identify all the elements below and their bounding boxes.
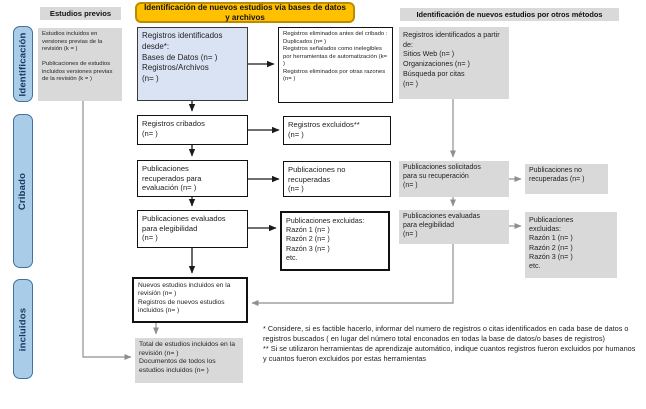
reports-sought-box: Publicaciones solicitados para su recupe… <box>399 161 509 197</box>
records-other-methods-box: Registros identificados a partir de: Sit… <box>399 27 509 99</box>
reports-assessed-2-box: Publicaciones evaluadas para elegibilida… <box>399 210 509 244</box>
stage-screening-pill: Cribado <box>13 114 33 268</box>
reports-excluded-2-box: Publicaciones excluidas: Razón 1 (n= ) R… <box>525 212 617 278</box>
stage-identification-label: Identificación <box>17 31 29 97</box>
previous-studies-box: Estudios incluidos en versiones previas … <box>38 28 122 101</box>
stage-included-label: incluidos <box>17 307 29 351</box>
header-other-methods: Identificación de nuevos estudios por ot… <box>400 8 619 21</box>
reports-excluded-box: Publicaciones excluidas: Razón 1 (n= ) R… <box>280 211 390 271</box>
reports-not-retrieved-2-box: Publicaciones no recuperadas (n= ) <box>525 164 608 194</box>
records-excluded-box: Registros excluidos** (n= ) <box>283 116 391 145</box>
new-studies-included-box: Nuevos estudios incluidos en la revisión… <box>132 277 248 323</box>
reports-assessed-box: Publicaciones evaluados para elegibilida… <box>137 210 248 248</box>
header-databases: Identificación de nuevos estudios vía ba… <box>135 2 355 23</box>
total-studies-included-box: Total de estudios incluidos en la revisi… <box>135 338 243 383</box>
reports-not-retrieved-box: Publicaciones no recuperadas (n= ) <box>283 161 391 197</box>
arrow-previous-to-total <box>82 101 132 360</box>
header-previous-studies: Estudios previos <box>40 7 121 20</box>
stage-screening-label: Cribado <box>17 172 29 210</box>
records-identified-box: Registros identificados desde*: Bases de… <box>137 27 248 101</box>
records-removed-box: Registros eliminados antes del cribado :… <box>278 27 393 103</box>
stage-included-pill: incluidos <box>13 279 33 379</box>
stage-identification-pill: Identificación <box>13 26 33 102</box>
reports-retrieved-box: Publicaciones recuperados para evaluació… <box>137 160 248 197</box>
footnotes-text: * Considere, si es factible hacerlo, inf… <box>263 324 636 363</box>
records-screened-box: Registros cribados (n= ) <box>137 115 248 145</box>
